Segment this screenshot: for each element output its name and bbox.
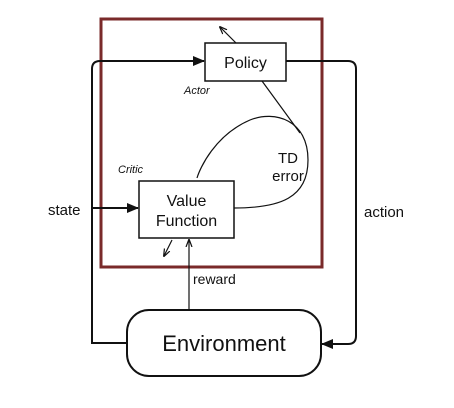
- policy-label: Policy: [224, 55, 267, 72]
- td-error-to-policy-edge: [261, 80, 301, 134]
- environment-label: Environment: [162, 331, 286, 356]
- value-function-label-line1: Value: [167, 193, 207, 210]
- environment-node: Environment: [126, 309, 322, 377]
- action-edge: [286, 60, 357, 349]
- value-update-arrow: [164, 239, 173, 256]
- state-loop-edge: [91, 56, 205, 344]
- agent-boundary: [99, 17, 324, 269]
- td-error-label-line2: error: [272, 168, 304, 185]
- actor-label: Actor: [183, 85, 211, 97]
- value-function-node: Value Function: [138, 180, 235, 239]
- critic-label: Critic: [118, 164, 144, 176]
- value-function-label-line2: Function: [156, 213, 217, 230]
- reward-label: reward: [193, 271, 236, 287]
- td-error-edge: [196, 115, 309, 209]
- td-error-label-line1: TD: [278, 150, 298, 167]
- action-label: action: [364, 204, 404, 221]
- state-label: state: [48, 202, 81, 219]
- policy-node: Policy: [204, 42, 287, 82]
